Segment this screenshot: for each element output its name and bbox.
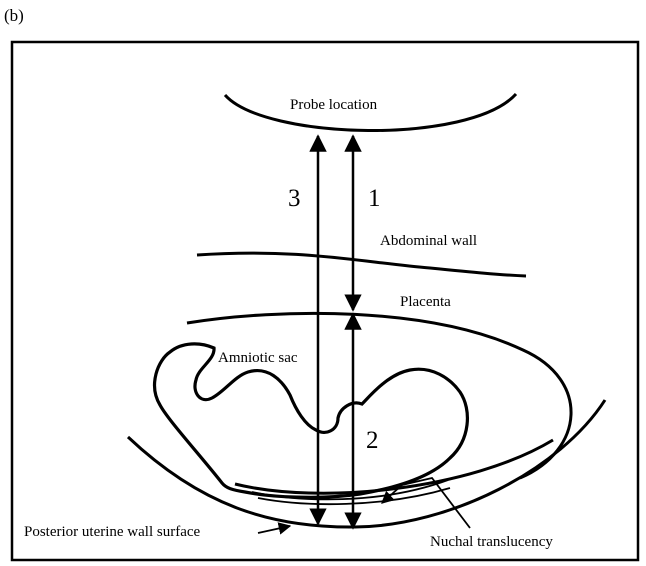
label-measurement-1: 1 (368, 185, 381, 212)
diagram-frame (12, 42, 638, 560)
label-nuchal-translucency: Nuchal translucency (430, 534, 553, 550)
fetus-outline (155, 344, 468, 497)
abdominal-wall-curve (197, 253, 526, 276)
label-amniotic-sac: Amniotic sac (218, 350, 298, 366)
label-abdominal-wall: Abdominal wall (380, 233, 477, 249)
label-placenta: Placenta (400, 294, 451, 310)
leader-posterior-wall (258, 526, 290, 533)
label-measurement-3: 3 (288, 185, 301, 212)
label-posterior-uterine-wall: Posterior uterine wall surface (24, 524, 201, 540)
posterior-uterine-wall (128, 400, 605, 527)
placenta-curve (187, 313, 571, 478)
label-measurement-2: 2 (366, 427, 379, 454)
label-probe-location: Probe location (290, 97, 378, 113)
